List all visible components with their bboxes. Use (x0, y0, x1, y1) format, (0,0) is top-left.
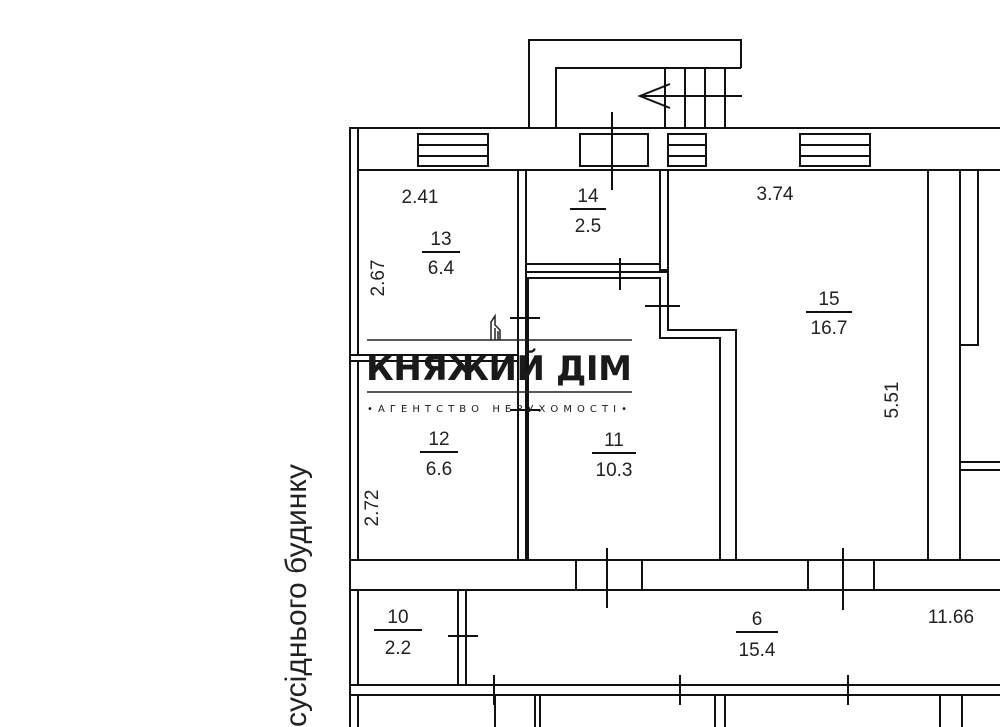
plan-line (927, 169, 961, 561)
walls (349, 112, 1000, 727)
dim-room13-height: 2.67 (368, 260, 389, 297)
plan-line (667, 170, 737, 560)
plan-line (349, 127, 359, 727)
label: 15 (818, 289, 839, 310)
plan-line (807, 559, 875, 591)
building-icon (490, 313, 501, 340)
dim-room13-width: 2.41 (402, 187, 439, 208)
label: 2.5 (575, 216, 601, 237)
dim-room6-width: 11.66 (928, 607, 974, 628)
label: 6 (752, 609, 763, 630)
windows (417, 133, 871, 167)
label: 15.4 (739, 640, 776, 661)
plan-line (528, 39, 742, 128)
room-13-label: 13 6.4 (422, 229, 460, 279)
plan-line (637, 83, 671, 109)
agency-logo: КНЯЖИЙ ДІМ •АГЕНТСТВО НЕРУХОМОСТІ• (366, 313, 633, 415)
label: 6.4 (428, 258, 455, 279)
plan-line (349, 559, 1000, 591)
dim-room12-height: 2.72 (362, 490, 383, 527)
plan-line (579, 133, 649, 167)
plan-line (659, 169, 669, 271)
dim-room15-height: 5.51 (882, 382, 903, 419)
label: 2.2 (385, 638, 411, 659)
plan-line (575, 559, 643, 591)
label: 14 (577, 186, 599, 207)
plan-line (494, 695, 963, 727)
plan-line (417, 133, 489, 167)
label: 10 (387, 607, 408, 628)
room-10-label: 10 2.2 (374, 607, 422, 659)
plan-line (555, 67, 741, 128)
label: 11 (604, 430, 624, 451)
room-12-label: 12 6.6 (420, 429, 458, 480)
room-14-label: 14 2.5 (570, 186, 606, 237)
plan-line (799, 133, 871, 167)
label: 16.7 (811, 318, 848, 339)
room-6-label: 6 15.4 (736, 609, 778, 661)
label: 13 (430, 229, 451, 250)
plan-line (349, 354, 519, 362)
label: 12 (428, 429, 449, 450)
plan-line (527, 277, 721, 560)
plan-line (960, 461, 1000, 471)
dim-room15-width: 3.74 (757, 184, 794, 205)
entrance-stairs (528, 39, 742, 128)
plan-line (349, 684, 1000, 696)
room-11-label: 11 10.3 (592, 430, 636, 481)
label: КНЯЖИЙ ДІМ (366, 348, 633, 389)
plan-line (457, 589, 467, 686)
neighbor-building-label: сусіднього будинку (280, 464, 313, 727)
label: •АГЕНТСТВО НЕРУХОМОСТІ• (367, 404, 632, 415)
plan-line (960, 169, 1000, 346)
label: 10.3 (596, 460, 633, 481)
room-15-label: 15 16.7 (806, 289, 852, 339)
plan-line (667, 133, 707, 167)
plan-line (525, 263, 667, 273)
label: 6.6 (426, 459, 452, 480)
